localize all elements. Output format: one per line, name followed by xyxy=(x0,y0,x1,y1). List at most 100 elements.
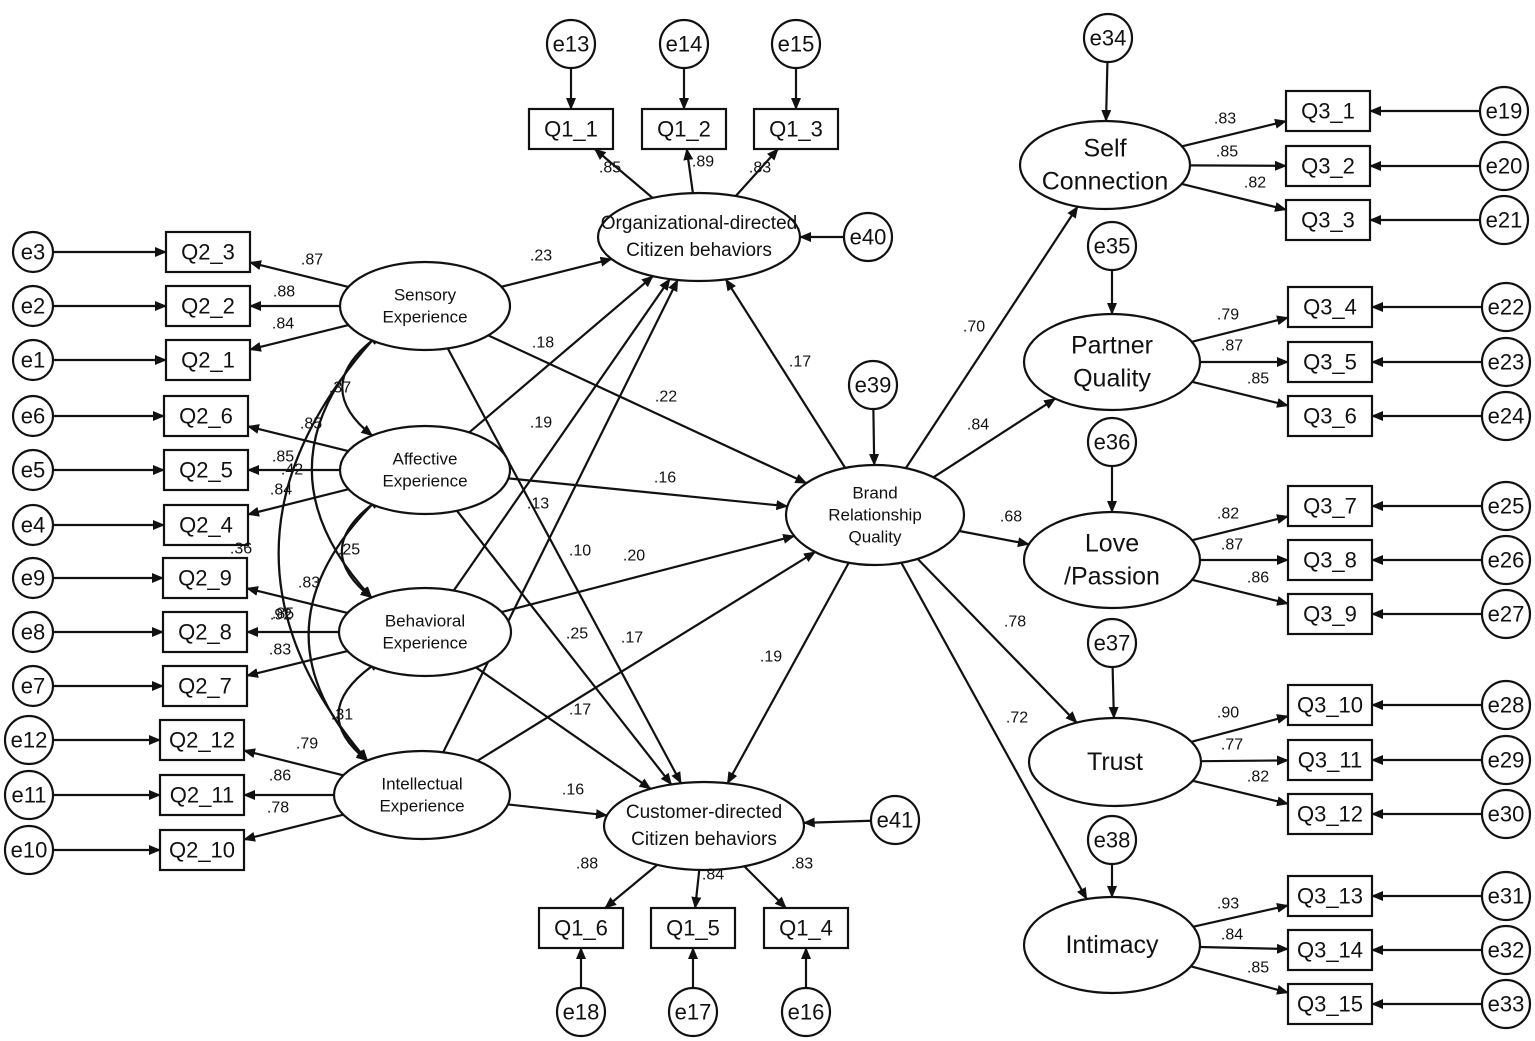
latent-label-intimacy-1: Intimacy xyxy=(1065,931,1159,959)
latent-label-partner_quality-1: Partner xyxy=(1071,332,1153,360)
indicator-box-q3_2 xyxy=(1284,144,1372,188)
latent-label-brq-2: Relationship xyxy=(828,506,922,525)
loading-sensory-q2_1 xyxy=(249,323,349,352)
path-sensory-to-brq xyxy=(487,334,808,485)
error-circle-e27 xyxy=(1480,588,1532,640)
error-label-e13: e13 xyxy=(553,32,590,57)
coef-brq-sc: .70 xyxy=(963,319,985,336)
coef-aff-ccb: .13 xyxy=(527,496,549,513)
indicator-box-q3_3 xyxy=(1284,198,1372,242)
nodes-layer: e3e2e1e6e5e4e9e8e7e12e11e10Q2_3Q2_2Q2_1Q… xyxy=(3,12,1532,1038)
indicator-label-q1_1: Q1_1 xyxy=(544,117,598,142)
coef-int-q2-10: .78 xyxy=(267,800,289,817)
coef-aff-q2-4: .84 xyxy=(270,482,292,499)
error-label-e7: e7 xyxy=(21,674,45,699)
path-affective-to-brq xyxy=(508,477,789,511)
error-circle-e31 xyxy=(1480,870,1532,922)
indicator-label-q1_3: Q1_3 xyxy=(769,117,823,142)
error-circle-e39 xyxy=(847,359,899,411)
error-label-e40: e40 xyxy=(850,225,887,250)
coef-cov-aff-beh: .25 xyxy=(338,542,360,559)
coef-ocb-q1-2: .89 xyxy=(692,154,714,171)
coef-ccb-q1-5: .84 xyxy=(702,867,724,884)
error-circle-e18 xyxy=(555,986,607,1038)
error-label-e2: e2 xyxy=(21,294,45,319)
latent-affective xyxy=(338,424,512,516)
coef-brq-im: .72 xyxy=(1006,710,1028,727)
error-circle-e2 xyxy=(11,284,55,328)
error-circle-e23 xyxy=(1480,336,1532,388)
coef-lp-q3-9: .86 xyxy=(1247,570,1269,587)
error-label-e3: e3 xyxy=(21,240,45,265)
error-circle-e19 xyxy=(1478,85,1530,137)
coef-aff-brq: .16 xyxy=(654,470,676,487)
error-label-e9: e9 xyxy=(21,566,45,591)
error-circle-e7 xyxy=(11,664,55,708)
error-label-e38: e38 xyxy=(1094,828,1131,853)
indicator-label-q3_3: Q3_3 xyxy=(1301,208,1355,233)
path-intellectual-to-brq xyxy=(476,551,816,762)
path-affective-to-ccb xyxy=(456,510,673,786)
error-label-e26: e26 xyxy=(1488,548,1525,573)
coef-sen-q2-2: .88 xyxy=(273,284,295,301)
indicator-box-q2_5 xyxy=(162,448,250,492)
error-label-e17: e17 xyxy=(675,1000,712,1025)
error-label-e32: e32 xyxy=(1488,938,1525,963)
error-label-e39: e39 xyxy=(855,373,892,398)
error-label-e14: e14 xyxy=(666,32,703,57)
coef-brq-lp: .68 xyxy=(1000,509,1022,526)
coef-sen-ccb: .18 xyxy=(532,335,554,352)
coef-lp-q3-8: .87 xyxy=(1221,537,1243,554)
indicator-label-q2_7: Q2_7 xyxy=(178,674,232,699)
coef-im-q3-14: .84 xyxy=(1221,927,1243,944)
error-label-e11: e11 xyxy=(11,783,46,808)
indicator-label-q2_3: Q2_3 xyxy=(181,240,235,265)
latent-label-brq-1: Brand xyxy=(852,484,897,503)
path-behavioral-to-ocb xyxy=(452,278,671,592)
latent-label-intellectual-1: Intellectual xyxy=(381,775,462,794)
indicator-label-q2_9: Q2_9 xyxy=(178,566,232,591)
error-label-e5: e5 xyxy=(21,458,45,483)
coef-ccb-q1-6: .88 xyxy=(576,856,598,873)
error-label-e31: e31 xyxy=(1488,884,1525,909)
coef-int-q2-12: .79 xyxy=(296,736,318,753)
indicator-label-q3_13: Q3_13 xyxy=(1297,884,1363,909)
coef-im-q3-15: .85 xyxy=(1247,960,1269,977)
loading-trust-q3_11 xyxy=(1200,755,1289,766)
latent-label-ocb-1: Organizational-directed xyxy=(601,213,797,234)
latent-label-partner_quality-2: Quality xyxy=(1073,365,1151,393)
coef-cov-sen-beh: .85 xyxy=(272,449,294,466)
coef-beh-q2-7: .83 xyxy=(269,642,291,659)
indicator-box-q2_4 xyxy=(162,503,250,547)
latent-ccb xyxy=(602,780,806,872)
loading-love_passion-q3_7 xyxy=(1191,514,1289,542)
indicator-label-q2_6: Q2_6 xyxy=(179,404,233,429)
latent-label-behavioral-2: Experience xyxy=(382,634,467,653)
error-label-e33: e33 xyxy=(1488,992,1525,1017)
indicator-box-q2_9 xyxy=(161,556,249,600)
coefficients-layer: .85.89.83.88.84.83.87.88.84.85.42.84.83.… xyxy=(230,111,1269,977)
indicator-box-q3_1 xyxy=(1284,89,1372,133)
error-label-e8: e8 xyxy=(21,620,45,645)
error-label-e10: e10 xyxy=(11,838,48,863)
indicator-box-q3_9 xyxy=(1286,592,1374,636)
indicator-box-q3_13 xyxy=(1286,874,1374,918)
coef-int-ccb: .16 xyxy=(562,782,584,799)
loading-affective-q2_6 xyxy=(247,424,349,453)
error-label-e6: e6 xyxy=(21,404,45,429)
error-circle-e37 xyxy=(1086,617,1138,669)
indicator-label-q3_6: Q3_6 xyxy=(1303,404,1357,429)
coef-sen-q2-3: .87 xyxy=(301,252,323,269)
latent-behavioral xyxy=(337,586,513,678)
error-label-e19: e19 xyxy=(1486,99,1523,124)
error-circle-e40 xyxy=(842,211,894,263)
indicator-label-q1_5: Q1_5 xyxy=(666,916,720,941)
indicator-box-q2_11 xyxy=(158,773,246,817)
error-label-e28: e28 xyxy=(1488,693,1525,718)
loading-self_connection-q3_1 xyxy=(1181,118,1287,148)
coef-beh-q2-9: .83 xyxy=(298,575,320,592)
coef-beh-brq: .20 xyxy=(623,548,645,565)
indicator-box-q3_8 xyxy=(1286,538,1374,582)
path-brq-to-love_passion xyxy=(959,529,1030,548)
